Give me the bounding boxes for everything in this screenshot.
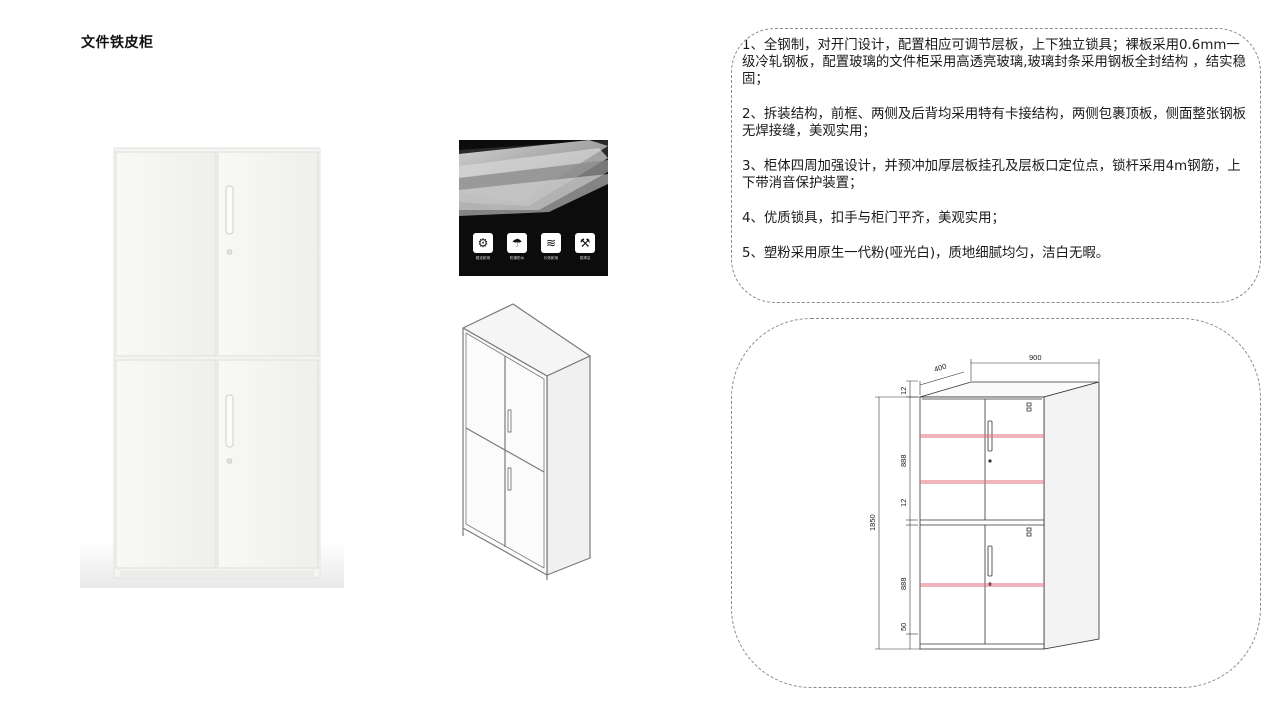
dim-lower-section-label: 888	[899, 577, 908, 590]
description-paragraph: 5、塑粉采用原生一代粉(哑光白)，质地细腻均匀，洁白无暇。	[742, 246, 1110, 261]
feature-badge-row: ⚙ 稳定耐用 ☂ 防潮防水 ≋ 长效耐用 ⚒ 易清洁	[471, 233, 597, 261]
feature-label: 防潮防水	[509, 255, 525, 260]
cabinet-isometric-drawing	[455, 300, 600, 580]
umbrella-icon: ☂	[507, 233, 527, 253]
gear-icon: ⚙	[473, 233, 493, 253]
feature-badge: ⚙ 稳定耐用	[471, 233, 495, 261]
feature-badge: ☂ 防潮防水	[505, 233, 529, 261]
dim-middle-label: 12	[899, 499, 908, 507]
dim-height-label: 1850	[868, 514, 877, 531]
feature-label: 稳定耐用	[475, 255, 491, 260]
cabinet-product-photo	[80, 140, 344, 588]
broom-icon: ⚒	[575, 233, 595, 253]
feature-label: 易清洁	[579, 255, 591, 260]
description-paragraph: 1、全钢制，对开门设计，配置相应可调节层板，上下独立锁具；裸板采用0.6mm一级…	[742, 38, 1246, 87]
dim-base-label: 50	[899, 623, 908, 631]
description-panel: 1、全钢制，对开门设计，配置相应可调节层板，上下独立锁具；裸板采用0.6mm一级…	[731, 28, 1261, 303]
description-paragraph: 3、柜体四周加强设计，并预冲加厚层板挂孔及层板口定位点，锁杆采用4m钢筋，上下带…	[742, 159, 1241, 191]
dim-top-label: 12	[899, 387, 908, 395]
dim-depth-label: 400	[933, 362, 948, 374]
dim-upper-section-label: 888	[899, 454, 908, 467]
layers-icon: ≋	[541, 233, 561, 253]
dimension-drawing: 900 400 1850 12 888 12 888 50	[868, 353, 1100, 650]
feature-badge: ≋ 长效耐用	[539, 233, 563, 261]
dimension-drawing-panel: 900 400 1850 12 888 12 888 50	[731, 318, 1261, 688]
dim-width-label: 900	[1029, 353, 1042, 362]
feature-label: 长效耐用	[543, 255, 559, 260]
feature-badge: ⚒ 易清洁	[573, 233, 597, 261]
steel-sheet-photo: ⚙ 稳定耐用 ☂ 防潮防水 ≋ 长效耐用 ⚒ 易清洁	[459, 140, 608, 276]
description-paragraph: 2、拆装结构，前框、两侧及后背均采用特有卡接结构，两侧包裹顶板，侧面整张钢板无焊…	[742, 107, 1246, 139]
description-paragraph: 4、优质锁具，扣手与柜门平齐，美观实用；	[742, 211, 1005, 226]
page-title: 文件铁皮柜	[81, 35, 154, 51]
